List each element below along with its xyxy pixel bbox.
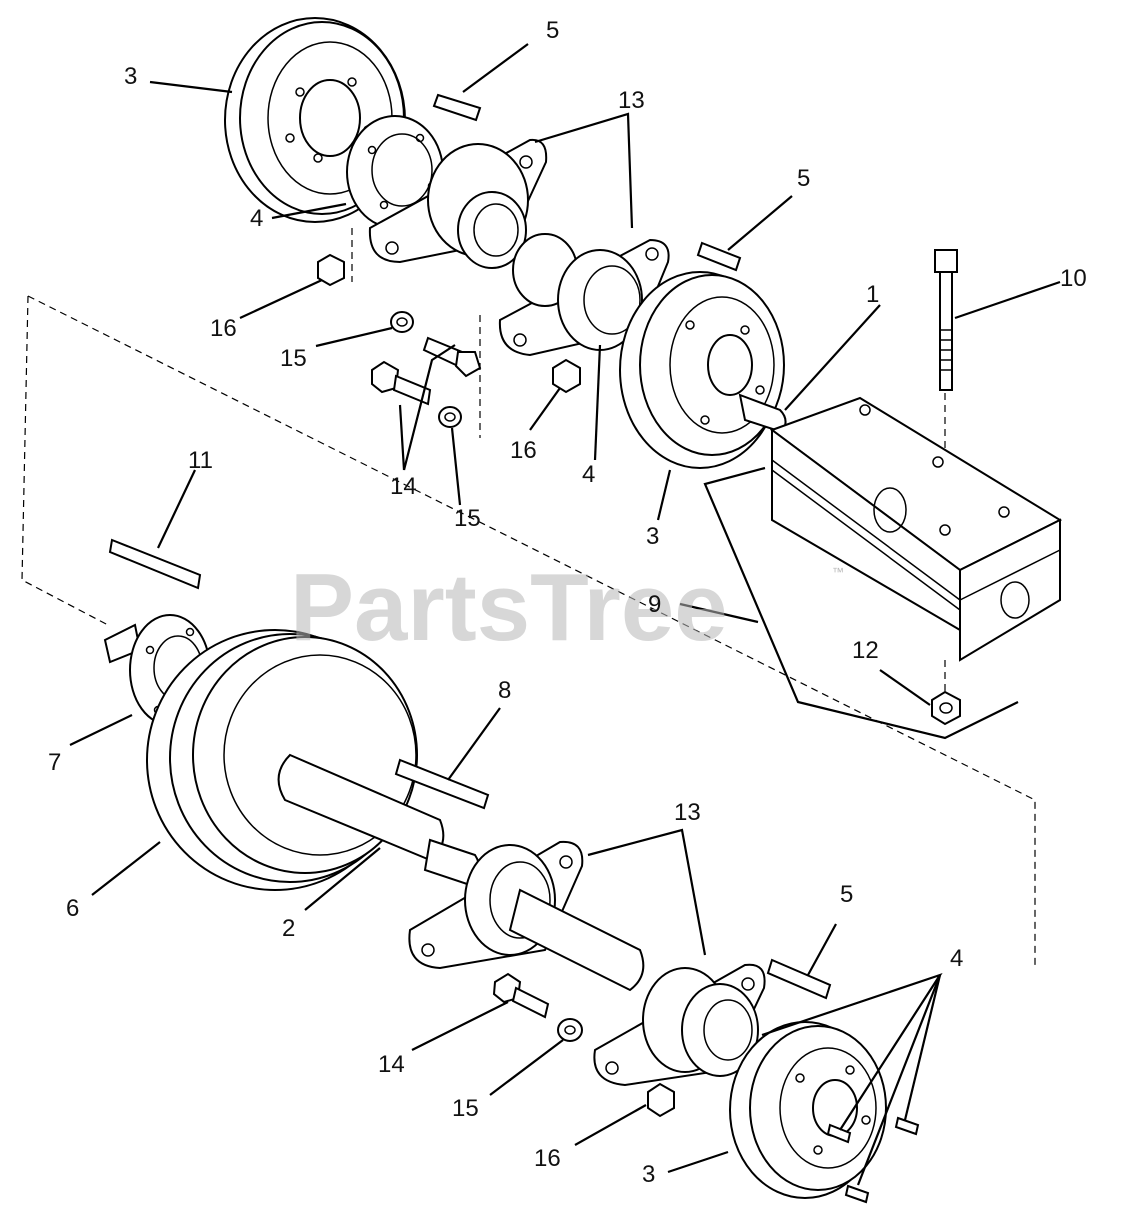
key-shaft[interactable] — [394, 758, 490, 810]
bolt-top-2[interactable] — [371, 360, 432, 406]
leader-lines — [69, 43, 1061, 1186]
callout-4: 4 — [250, 205, 263, 232]
watermark: PartsTree ™ — [290, 554, 844, 661]
callout-3: 3 — [124, 63, 137, 90]
callout-10: 10 — [1060, 265, 1087, 292]
callout-5: 5 — [840, 881, 853, 908]
callout-14: 14 — [390, 473, 417, 500]
washer-bottom[interactable] — [557, 1018, 583, 1042]
callout-3: 3 — [642, 1161, 655, 1188]
nut-top-left[interactable] — [317, 253, 345, 287]
setscrew-bottom-2[interactable] — [894, 1116, 920, 1136]
callout-16: 16 — [510, 437, 537, 464]
callout-8: 8 — [498, 677, 511, 704]
nut-pillow-block[interactable] — [931, 690, 961, 726]
callout-9: 9 — [648, 591, 661, 618]
washer-top-1[interactable] — [390, 311, 414, 333]
pulley-top-right[interactable] — [619, 271, 785, 469]
setscrew-bottom-3[interactable] — [844, 1184, 870, 1204]
callout-16: 16 — [534, 1145, 561, 1172]
callout-3: 3 — [646, 523, 659, 550]
bearing-flange-bottom-2[interactable] — [593, 963, 766, 1087]
setscrew-bottom-1[interactable] — [826, 1123, 852, 1144]
callout-14: 14 — [378, 1051, 405, 1078]
key-long-left[interactable] — [108, 538, 202, 590]
shaft-main[interactable] — [277, 753, 480, 887]
callout-13: 13 — [618, 87, 645, 114]
callout-5: 5 — [797, 165, 810, 192]
callout-6: 6 — [66, 895, 79, 922]
callout-15: 15 — [280, 345, 307, 372]
key-bottom[interactable] — [766, 958, 832, 1000]
pulley-bottom[interactable] — [729, 1021, 887, 1199]
bolt-top-1[interactable] — [422, 336, 482, 378]
bolt-long[interactable] — [934, 249, 958, 391]
nut-top-center[interactable] — [552, 358, 581, 394]
callout-4: 4 — [582, 461, 595, 488]
callout-15: 15 — [454, 505, 481, 532]
washer-top-2[interactable] — [438, 406, 462, 428]
callout-12: 12 — [852, 637, 879, 664]
callout-7: 7 — [48, 749, 61, 776]
callout-15: 15 — [452, 1095, 479, 1122]
callout-11: 11 — [188, 447, 213, 474]
callout-2: 2 — [282, 915, 295, 942]
bolt-bottom[interactable] — [492, 972, 550, 1019]
shaft-bottom-segment — [508, 888, 645, 992]
callout-13: 13 — [674, 799, 701, 826]
callout-numbers: 3 5 13 5 10 1 4 16 15 14 15 16 4 3 9 12 … — [48, 17, 1087, 1188]
callout-1: 1 — [866, 281, 879, 308]
nut-bottom[interactable] — [647, 1082, 675, 1118]
watermark-text: PartsTree — [290, 554, 728, 661]
key-top-left[interactable] — [432, 93, 482, 122]
watermark-trademark: ™ — [832, 565, 844, 579]
pillow-block[interactable] — [769, 396, 1063, 662]
callout-16: 16 — [210, 315, 237, 342]
callout-4: 4 — [950, 945, 963, 972]
callout-5: 5 — [546, 17, 559, 44]
key-top-right[interactable] — [696, 241, 742, 272]
bearing-flange-top-1[interactable] — [368, 138, 548, 269]
